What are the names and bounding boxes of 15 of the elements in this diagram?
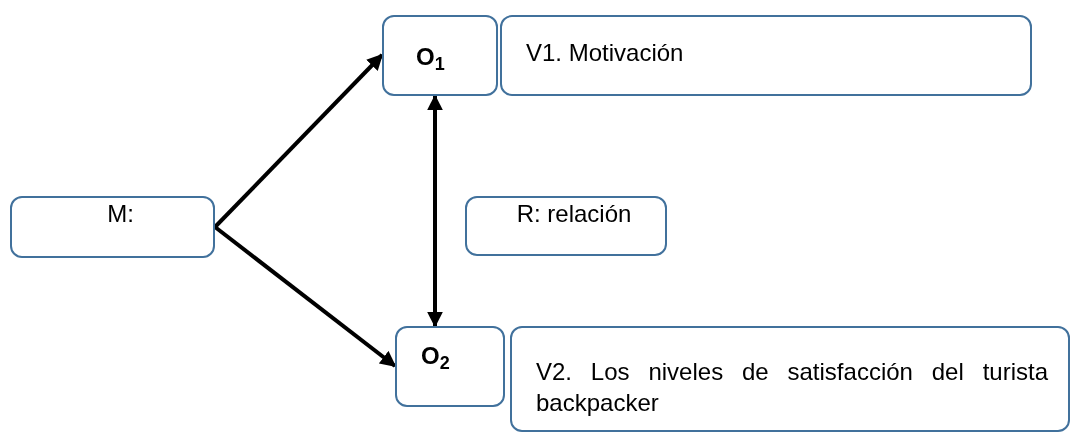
relation-box	[465, 196, 667, 256]
sample-box	[10, 196, 215, 258]
arrow	[213, 225, 397, 368]
arrow	[427, 94, 443, 328]
observation-box	[382, 15, 498, 96]
node-label: V1. Motivación	[526, 38, 685, 68]
observation-box	[395, 326, 505, 407]
node-label: V2. Los niveles de satisfacción del turista backpacker	[536, 357, 1048, 419]
node-label: R: relación	[516, 199, 632, 229]
arrow	[213, 53, 384, 229]
node-label: O$_{1}$	[416, 42, 446, 73]
variable-box	[500, 15, 1032, 96]
node-label: M:	[107, 199, 134, 229]
node-label: O$_{2}$	[421, 341, 451, 372]
variable-box	[510, 326, 1070, 432]
